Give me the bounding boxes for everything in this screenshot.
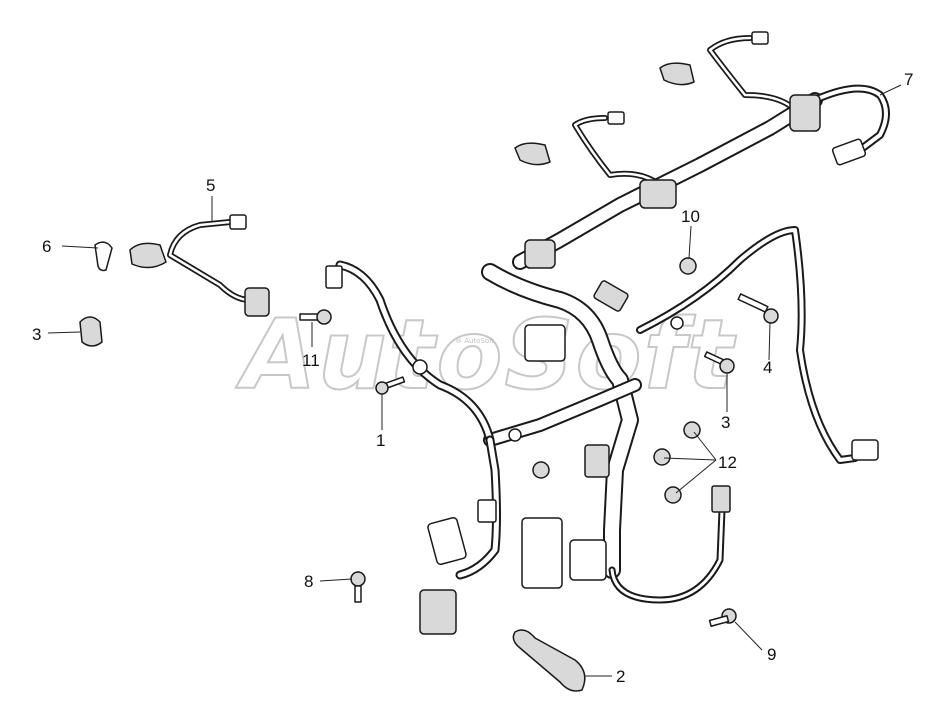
callout-9: 9 (767, 645, 776, 664)
harness-connector-icon (851, 439, 879, 461)
bolt-icon (708, 608, 737, 627)
sensor-body-icon (244, 287, 270, 317)
callout-6: 6 (42, 237, 51, 256)
nut-icon (683, 421, 701, 439)
harness-eyelet-icon (412, 359, 428, 375)
harness-connector-icon (593, 280, 629, 312)
harness-connector-icon (524, 324, 566, 362)
tie-strap-icon (94, 241, 113, 272)
harness-connector-icon (711, 485, 731, 513)
callout-10: 10 (681, 207, 700, 226)
callout-8: 8 (304, 572, 313, 591)
sensor-harness (129, 214, 270, 317)
harness-connector-icon (419, 589, 457, 635)
harness-clip-icon (639, 179, 677, 209)
callout-7: 7 (904, 70, 913, 89)
injector-plug-icon (751, 31, 769, 45)
callout-3-left: 3 (32, 325, 41, 344)
harness-eyelet-icon (508, 428, 522, 442)
bolt-icon (703, 351, 735, 374)
harness-connector-icon (427, 516, 467, 566)
leader-lines (47, 84, 902, 677)
bolt-icon (350, 571, 366, 603)
callout-11: 11 (302, 351, 320, 370)
harness-eyelet-icon (670, 316, 684, 330)
injector-boot-icon (514, 142, 551, 166)
bolt-icon (299, 309, 332, 325)
callout-12: 12 (718, 453, 737, 472)
bolt-icon (737, 293, 779, 324)
bolt-icon (375, 376, 406, 395)
harness-connector-icon (325, 265, 343, 289)
callout-1: 1 (376, 431, 385, 450)
injector-plug-icon (607, 111, 625, 125)
nut-icon (653, 448, 671, 466)
harness-connector-icon (584, 444, 610, 478)
callout-2: 2 (616, 667, 625, 686)
nut-icon (532, 461, 550, 479)
callout-3-right: 3 (721, 413, 730, 432)
relay-block-icon (521, 517, 563, 589)
callout-5: 5 (206, 176, 215, 195)
harness-end-connector-icon (831, 138, 867, 166)
harness-clip-icon (524, 239, 556, 269)
injector-boot-icon (659, 62, 695, 86)
watermark-small-text: ® AutoSoft (455, 337, 495, 345)
nut-icon (664, 486, 682, 504)
sensor-plug-icon (229, 214, 247, 230)
nut-icon (679, 257, 697, 275)
harness-clip-icon (789, 94, 821, 132)
bracket-icon (512, 629, 586, 692)
relay-block-icon (569, 539, 607, 581)
small-parts (79, 241, 779, 692)
harness-connector-icon (477, 499, 497, 523)
callout-4: 4 (763, 358, 772, 377)
main-harness (325, 226, 879, 635)
callouts: 5 6 3 11 1 10 7 4 3 12 8 9 2 (32, 70, 913, 686)
sensor-boot-icon (129, 242, 167, 269)
hose-clamp-icon (79, 316, 103, 347)
injector-harness (512, 31, 890, 270)
